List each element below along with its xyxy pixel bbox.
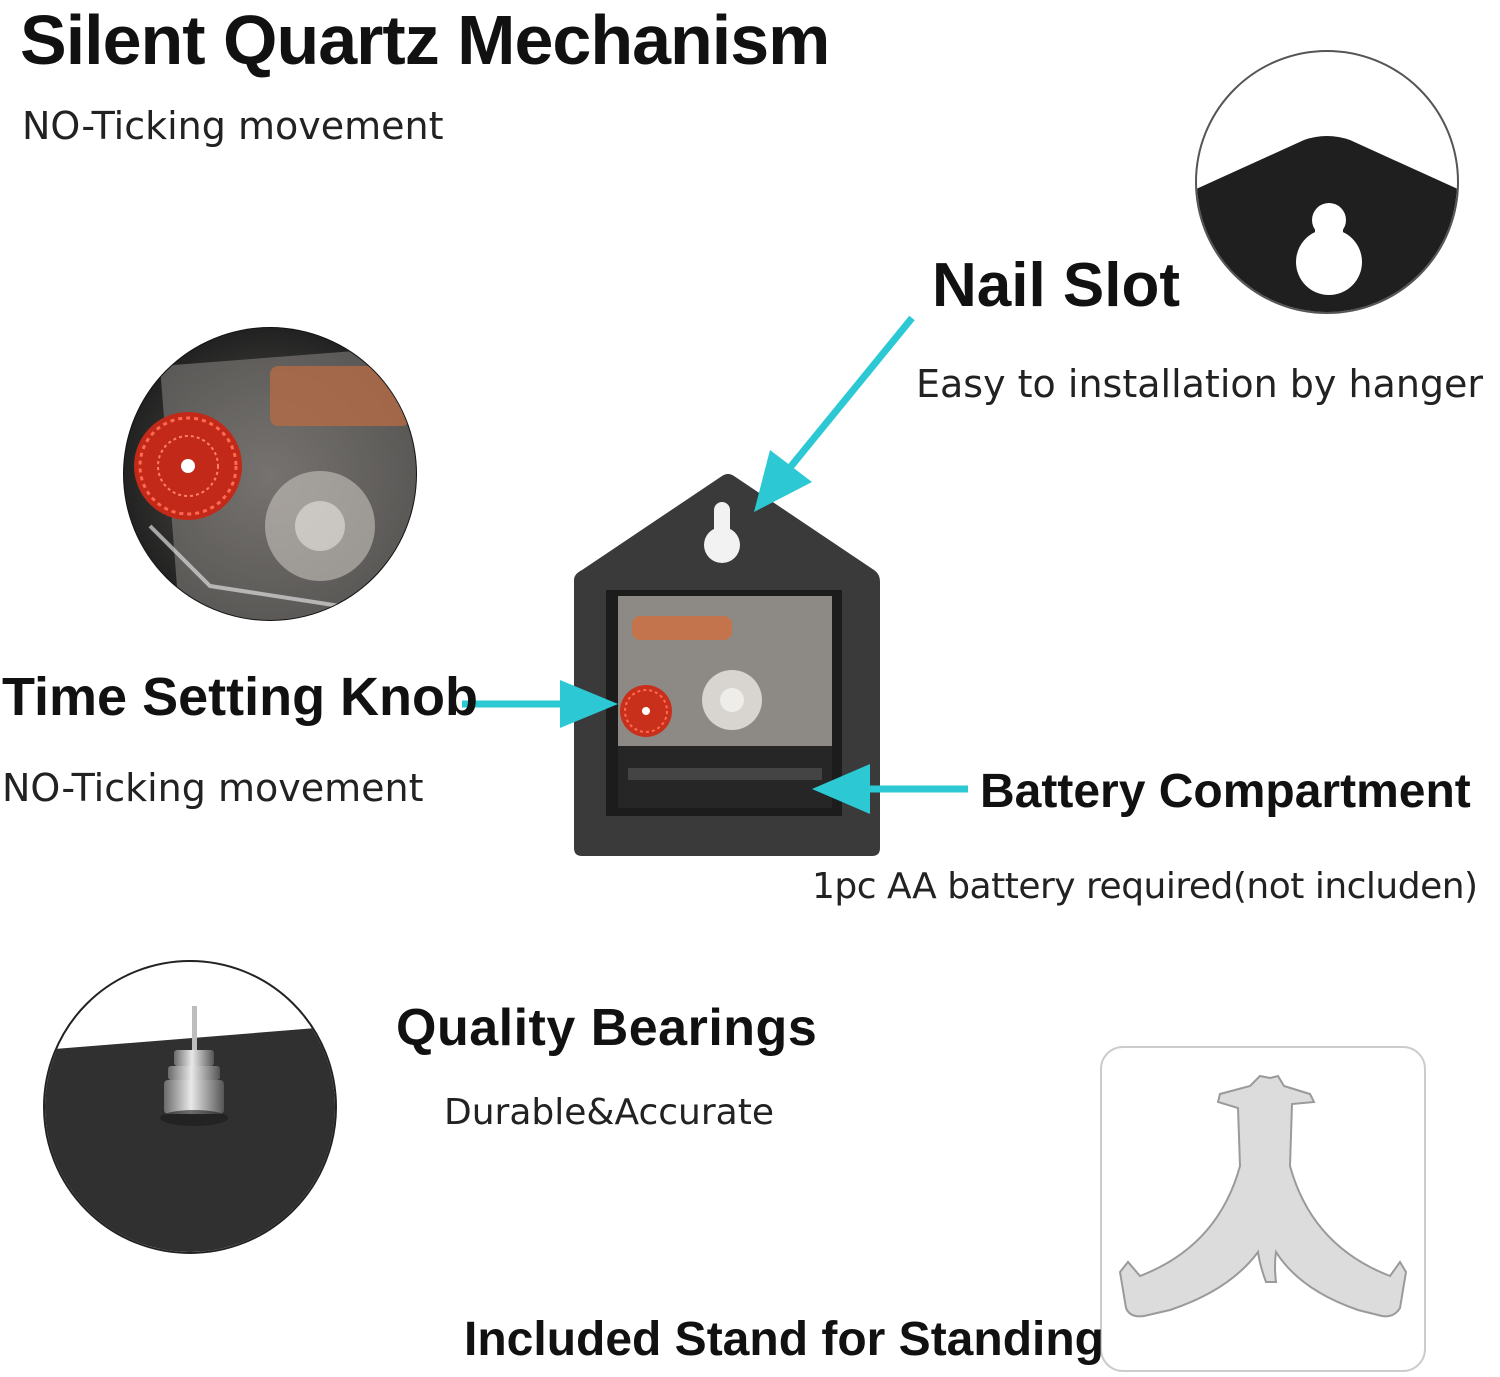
- red-knob-small-icon: [620, 685, 672, 737]
- stand-icon: [1118, 1074, 1408, 1318]
- time-knob-detail-image: [123, 327, 417, 621]
- bearings-title: Quality Bearings: [396, 999, 818, 1057]
- bearing-icon: [160, 1006, 228, 1126]
- page-subtitle: NO-Ticking movement: [22, 104, 444, 148]
- battery-desc: 1pc AA battery required(not includen): [812, 866, 1478, 907]
- nail-slot-arrow-icon: [754, 315, 915, 512]
- clock-mechanism-image: [574, 474, 880, 856]
- bearings-desc: Durable&Accurate: [444, 1092, 774, 1133]
- battery-arrow-icon: [812, 764, 968, 814]
- nail-slot-keyhole-icon: [704, 502, 740, 563]
- nail-slot-detail-image: [1195, 50, 1459, 314]
- nail-slot-title: Nail Slot: [932, 251, 1181, 320]
- time-knob-title: Time Setting Knob: [2, 667, 479, 727]
- page-title: Silent Quartz Mechanism: [20, 1, 830, 79]
- bearings-detail-image: [43, 960, 337, 1254]
- stand-title: Included Stand for Standing: [464, 1313, 1104, 1366]
- time-knob-arrow-icon: [462, 680, 618, 728]
- nail-slot-desc: Easy to installation by hanger: [916, 362, 1484, 406]
- stand-image: [1100, 1046, 1426, 1372]
- keyhole-icon: [1296, 203, 1362, 295]
- red-knob-icon: [134, 412, 242, 520]
- battery-title: Battery Compartment: [980, 765, 1471, 818]
- time-knob-desc: NO-Ticking movement: [2, 766, 424, 810]
